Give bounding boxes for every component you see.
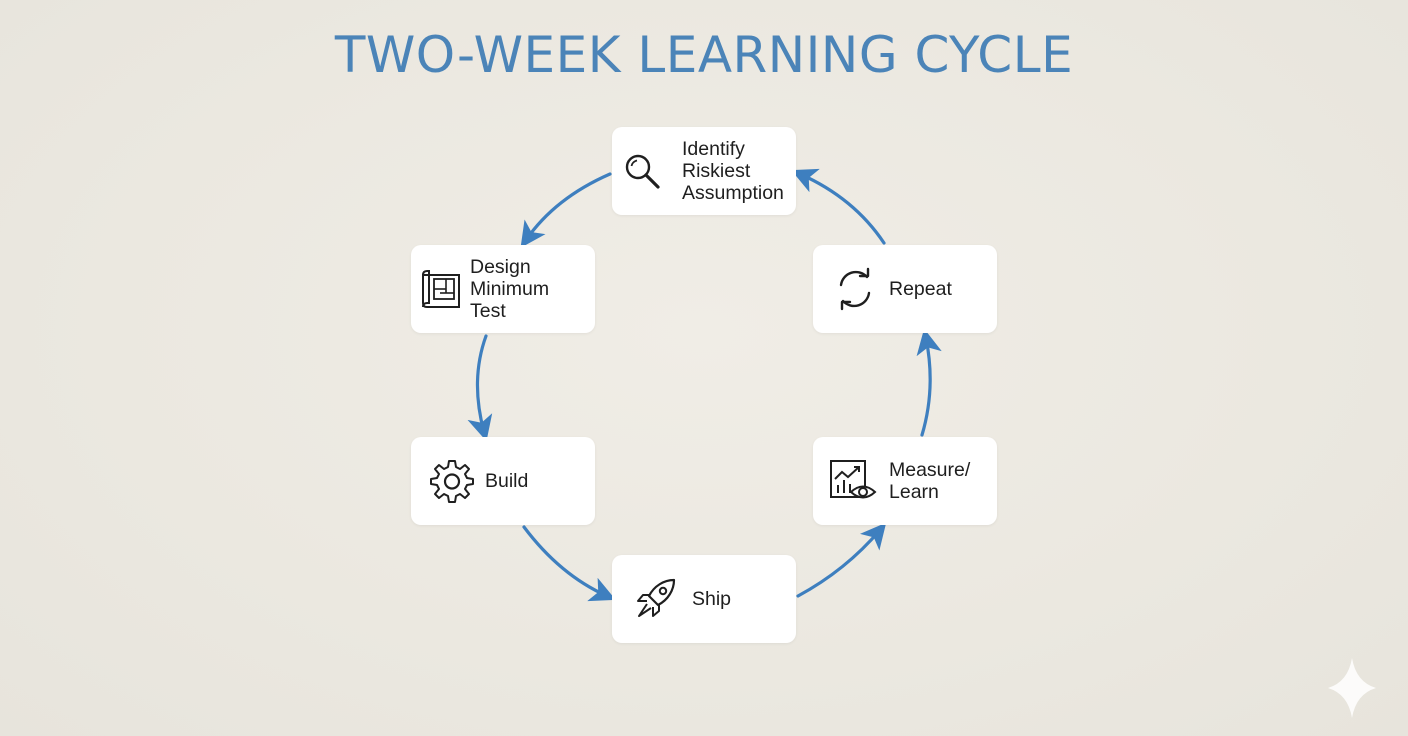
node-label: Identify Riskiest Assumption [682,138,784,204]
node-label: Repeat [889,278,952,300]
rocket-icon [634,576,680,622]
node-label: Design Minimum Test [470,256,550,322]
arrow-repeat-to-identify [791,168,886,245]
node-measure-learn: Measure/ Learn [813,437,997,525]
node-repeat: Repeat [813,245,997,333]
refresh-icon [833,267,877,311]
node-identify-riskiest-assumption: Identify Riskiest Assumption [612,127,796,215]
arrow-build-to-ship [522,525,616,602]
arrow-measure-to-repeat [916,328,942,437]
arrow-ship-to-measure [796,522,887,598]
node-ship: Ship [612,555,796,643]
node-label: Ship [692,588,732,610]
chart-eye-icon [829,459,877,503]
node-label: Build [485,470,529,492]
arrow-design-to-build [467,334,493,442]
blueprint-icon [419,269,463,309]
magnifier-icon [622,151,662,191]
sparkle-icon [1328,658,1376,718]
node-label: Measure/ Learn [889,459,971,503]
node-build: Build [411,437,595,525]
gear-icon [429,458,475,504]
arrow-identify-to-design [520,172,612,248]
node-design-minimum-test: Design Minimum Test [411,245,595,333]
page-title: TWO-WEEK LEARNING CYCLE [334,26,1074,84]
